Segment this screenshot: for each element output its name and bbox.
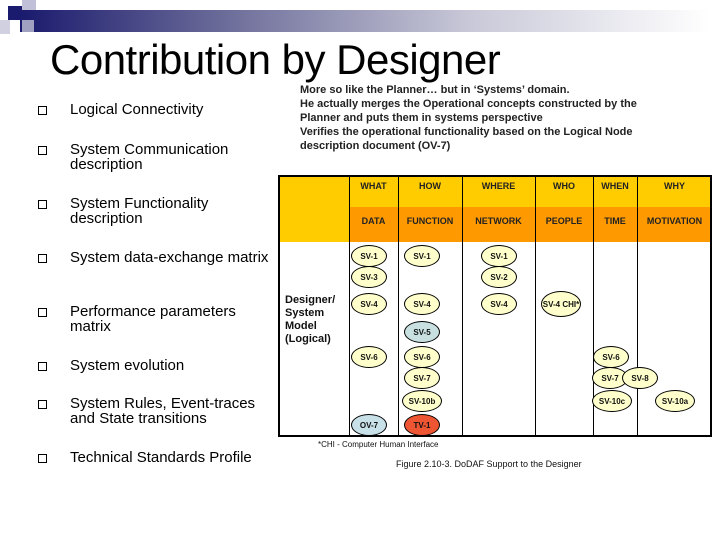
column-header: DATA (361, 216, 386, 226)
product-oval: SV-4 (404, 293, 440, 315)
note-line: More so like the Planner… but in ‘System… (300, 84, 570, 96)
bullet-item: Performance parameters matrix (38, 304, 278, 334)
product-oval: SV-7 (404, 367, 440, 389)
bullet-square-icon (38, 254, 47, 263)
product-oval: SV-5 (404, 321, 440, 343)
bullet-item: System Functionality description (38, 196, 278, 226)
column-header: MOTIVATION (646, 216, 703, 226)
product-oval: SV-4 CHI* (541, 291, 581, 317)
bullet-item: Logical Connectivity (38, 102, 278, 117)
row-label: Designer/ System Model (Logical) (285, 294, 336, 345)
header-row-bottom (280, 207, 710, 242)
bullet-text: System Communication description (70, 141, 229, 173)
product-oval: SV-1 (481, 245, 517, 267)
figure-footnote: *CHI - Computer Human Interface (318, 440, 439, 449)
decor-square (0, 20, 10, 34)
product-oval: SV-8 (622, 367, 658, 389)
product-oval: SV-4 (351, 293, 387, 315)
column-header: WHEN (601, 181, 629, 191)
note-line: He actually merges the Operational conce… (300, 98, 637, 124)
product-oval: SV-6 (404, 346, 440, 368)
column-header: PEOPLE (545, 216, 583, 226)
column-divider (462, 177, 463, 435)
product-oval: SV-2 (481, 266, 517, 288)
column-divider (535, 177, 536, 435)
product-oval: SV-10b (402, 390, 442, 412)
header-corner (280, 177, 349, 242)
column-divider (593, 177, 594, 435)
product-oval: SV-10a (655, 390, 695, 412)
decor-square (22, 20, 34, 32)
product-oval: SV-3 (351, 266, 387, 288)
column-header: WHERE (481, 181, 516, 191)
product-oval: SV-10c (592, 390, 632, 412)
column-header: TIME (604, 216, 626, 226)
bullet-text: System evolution (70, 357, 185, 374)
bullet-square-icon (38, 454, 47, 463)
column-header: WHY (664, 181, 685, 191)
bullet-item: System data-exchange matrix (38, 250, 278, 265)
column-divider (637, 177, 638, 435)
column-divider (349, 177, 350, 435)
bullet-text: Performance parameters matrix (70, 303, 236, 335)
column-header: HOW (419, 181, 441, 191)
bullet-square-icon (38, 200, 47, 209)
bullet-text: System Rules, Event-traces and State tra… (70, 395, 256, 427)
column-header: WHAT (360, 181, 387, 191)
note-line: Verifies the operational functionality b… (300, 126, 633, 152)
bullet-text: System data-exchange matrix (70, 249, 269, 266)
product-oval: SV-6 (351, 346, 387, 368)
bullet-item: System Rules, Event-traces and State tra… (38, 396, 278, 426)
decor-square (8, 6, 22, 20)
bullet-item: System evolution (38, 358, 278, 373)
note-text: More so like the Planner… but in ‘System… (300, 83, 680, 153)
bullet-text: System Functionality description (70, 195, 209, 227)
product-oval: SV-1 (351, 245, 387, 267)
product-oval: SV-4 (481, 293, 517, 315)
bullet-square-icon (38, 106, 47, 115)
bullet-square-icon (38, 308, 47, 317)
figure-caption: Figure 2.10-3. DoDAF Support to the Desi… (396, 459, 582, 469)
bullet-item: Technical Standards Profile (38, 450, 278, 465)
header-row-top (280, 177, 710, 207)
column-header: WHO (553, 181, 575, 191)
column-header: NETWORK (475, 216, 522, 226)
bullet-square-icon (38, 146, 47, 155)
bullet-text: Technical Standards Profile (70, 449, 252, 466)
column-header: FUNCTION (406, 216, 454, 226)
column-divider (398, 177, 399, 435)
page-title: Contribution by Designer (50, 36, 501, 83)
product-oval: SV-6 (593, 346, 629, 368)
bullet-item: System Communication description (38, 142, 278, 172)
product-oval: TV-1 (404, 414, 440, 436)
bullet-square-icon (38, 362, 47, 371)
decor-square (22, 0, 36, 10)
bullet-text: Logical Connectivity (70, 101, 204, 118)
product-oval: SV-1 (404, 245, 440, 267)
product-oval: OV-7 (351, 414, 387, 436)
title-gradient-band (20, 10, 710, 32)
bullet-square-icon (38, 400, 47, 409)
